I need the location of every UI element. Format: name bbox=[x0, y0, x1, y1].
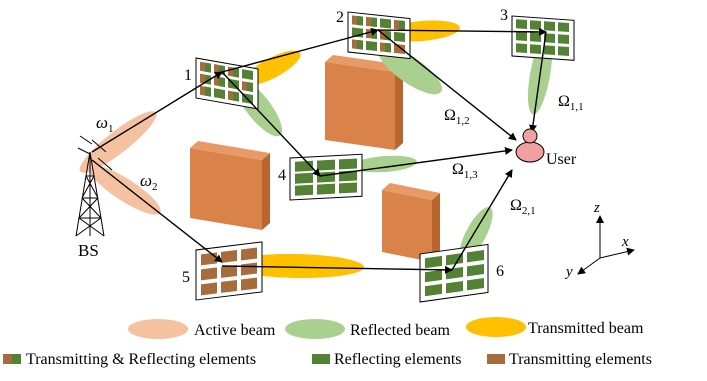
path-label-o12: Ω1,2 bbox=[444, 107, 470, 127]
beam-label-w2: ω2 bbox=[140, 171, 158, 193]
legend-reflected-label: Reflected beam bbox=[350, 322, 451, 339]
legend-tr-swatch bbox=[3, 354, 21, 364]
surface-label-1: 1 bbox=[184, 67, 192, 84]
surface-label-6: 6 bbox=[496, 263, 504, 280]
legend-t-label: Transmitting elements bbox=[509, 351, 652, 368]
axis-label-z: z bbox=[593, 200, 600, 216]
legend-transmitted-label: Transmitted beam bbox=[528, 320, 644, 337]
surface-label-4: 4 bbox=[278, 167, 286, 184]
bs-tower bbox=[75, 135, 113, 237]
wall-right bbox=[382, 183, 440, 262]
reflected-beam-4 bbox=[353, 155, 417, 173]
legend-active-label: Active beam bbox=[194, 322, 276, 339]
legend-reflected-swatch bbox=[285, 319, 345, 339]
user-icon bbox=[515, 128, 545, 163]
legend-r-swatch bbox=[312, 354, 330, 364]
legend-r-label: Reflecting elements bbox=[334, 351, 462, 368]
wall-top bbox=[325, 55, 403, 150]
legend-t-swatch bbox=[487, 354, 505, 364]
legend-transmitted-swatch bbox=[466, 317, 526, 337]
path-label-o21: Ω2,1 bbox=[510, 197, 536, 217]
legend-tr-label: Transmitting & Reflecting elements bbox=[26, 351, 256, 368]
path-label-o11: Ω1,1 bbox=[558, 93, 584, 113]
user-label: User bbox=[546, 151, 577, 168]
path-label-o13: Ω1,3 bbox=[452, 161, 478, 181]
signal-paths bbox=[91, 27, 547, 274]
wall-left bbox=[190, 141, 270, 230]
surface-6 bbox=[419, 243, 489, 303]
surface-4 bbox=[289, 153, 363, 201]
surface-label-2: 2 bbox=[336, 9, 344, 26]
beam-label-w1: ω1 bbox=[96, 113, 114, 135]
bs-label: BS bbox=[78, 241, 99, 260]
reflected-beam-2 bbox=[377, 45, 443, 95]
surface-label-5: 5 bbox=[182, 269, 190, 286]
active-beam-2 bbox=[89, 165, 161, 215]
active-beam-1 bbox=[79, 111, 157, 173]
surface-5 bbox=[195, 241, 263, 301]
axes-icon bbox=[577, 215, 635, 275]
legend-active-swatch bbox=[128, 319, 188, 339]
axis-label-y: y bbox=[564, 264, 573, 280]
axis-label-x: x bbox=[621, 234, 629, 250]
surface-label-3: 3 bbox=[500, 7, 508, 24]
